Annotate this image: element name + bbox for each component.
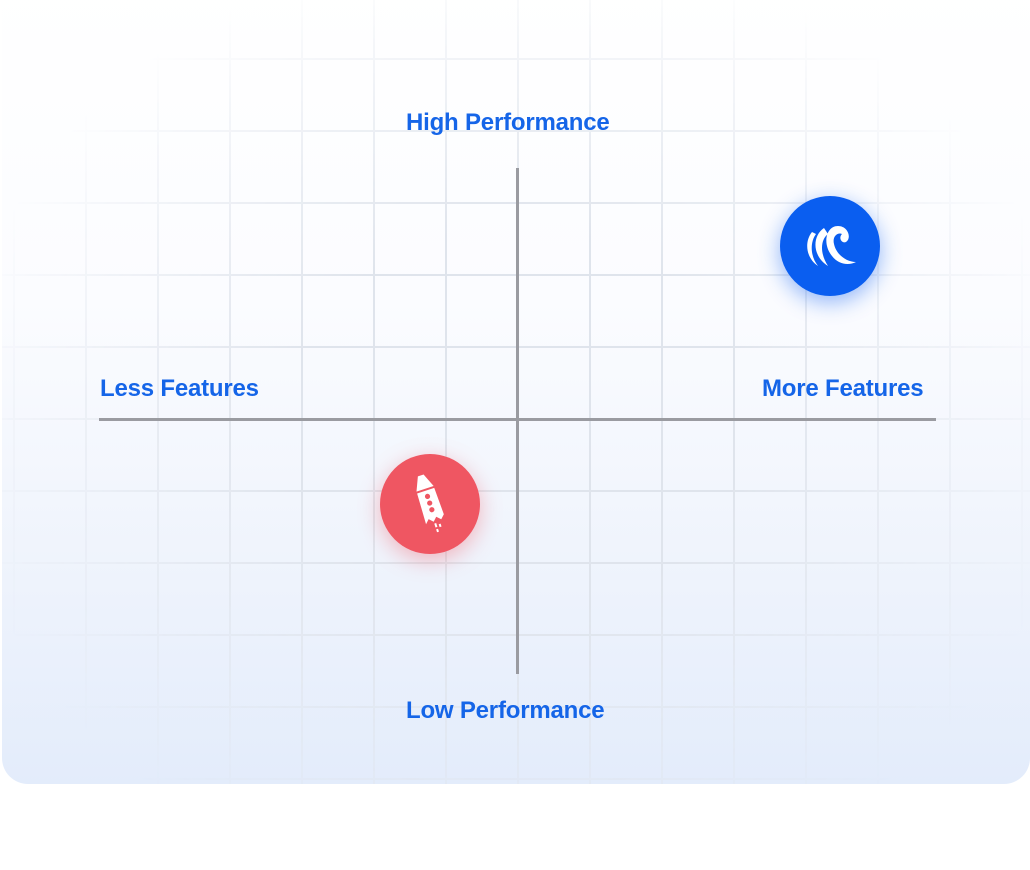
label-less-features: Less Features: [100, 375, 259, 402]
vertical-axis: [516, 168, 519, 674]
horizontal-axis: [99, 418, 936, 421]
wave-marker[interactable]: [780, 196, 880, 296]
label-low-performance: Low Performance: [406, 697, 605, 724]
label-more-features: More Features: [762, 375, 924, 402]
rocket-icon: [416, 474, 444, 533]
label-high-performance: High Performance: [406, 109, 610, 136]
wave-icon: [807, 226, 856, 266]
rocket-marker[interactable]: [380, 454, 480, 554]
